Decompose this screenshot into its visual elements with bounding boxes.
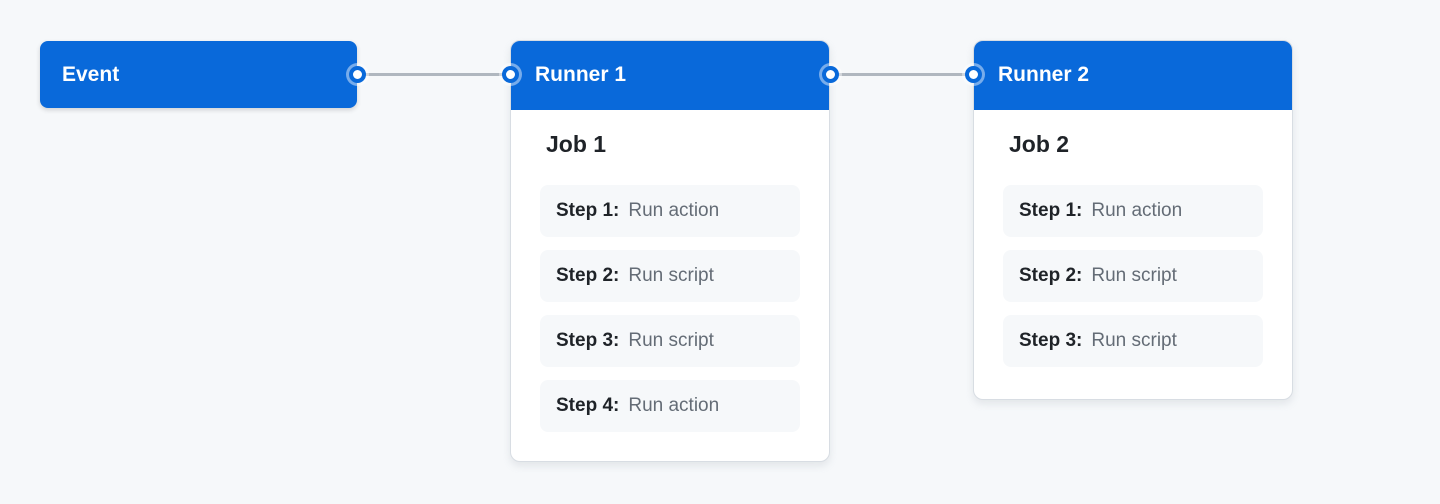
step-row: Step 1: Run action [1003,184,1263,237]
step-row: Step 3: Run script [540,314,800,367]
step-row: Step 2: Run script [540,249,800,302]
step-desc: Run script [1091,329,1177,351]
connector-dot-runner2-left [965,66,982,83]
runner1-body: Job 1 Step 1: Run action Step 2: Run scr… [511,110,829,432]
job2-title: Job 2 [1009,131,1070,157]
step-desc: Run script [628,329,714,351]
step-label: Step 1: [1019,199,1083,221]
step-label: Step 3: [1019,329,1083,351]
runner1-card: Runner 1 Job 1 Step 1: Run action Step 2… [510,40,830,462]
runner2-body: Job 2 Step 1: Run action Step 2: Run scr… [974,110,1292,367]
runner2-header: Runner 2 [974,41,1292,110]
step-desc: Run script [628,264,714,286]
step-desc: Run action [1091,199,1183,221]
event-node: Event [40,41,357,108]
step-label: Step 2: [556,264,620,286]
runner1-header: Runner 1 [511,41,829,110]
step-label: Step 1: [556,199,620,221]
step-label: Step 2: [1019,264,1083,286]
connector-dot-runner1-left [502,66,519,83]
step-row: Step 1: Run action [540,184,800,237]
connector-dot-event-right [349,66,366,83]
step-desc: Run script [1091,264,1177,286]
event-label: Event [62,62,120,86]
step-row: Step 3: Run script [1003,314,1263,367]
step-label: Step 4: [556,394,620,416]
step-label: Step 3: [556,329,620,351]
connector-line-event-runner1 [357,73,510,76]
step-desc: Run action [628,394,720,416]
runner1-label: Runner 1 [535,63,627,86]
runner2-card: Runner 2 Job 2 Step 1: Run action Step 2… [973,40,1293,400]
connector-line-runner1-runner2 [830,73,973,76]
step-desc: Run action [628,199,720,221]
runner2-label: Runner 2 [998,63,1090,86]
step-row: Step 2: Run script [1003,249,1263,302]
step-row: Step 4: Run action [540,379,800,432]
job1-title: Job 1 [546,131,607,157]
connector-dot-runner1-right [822,66,839,83]
